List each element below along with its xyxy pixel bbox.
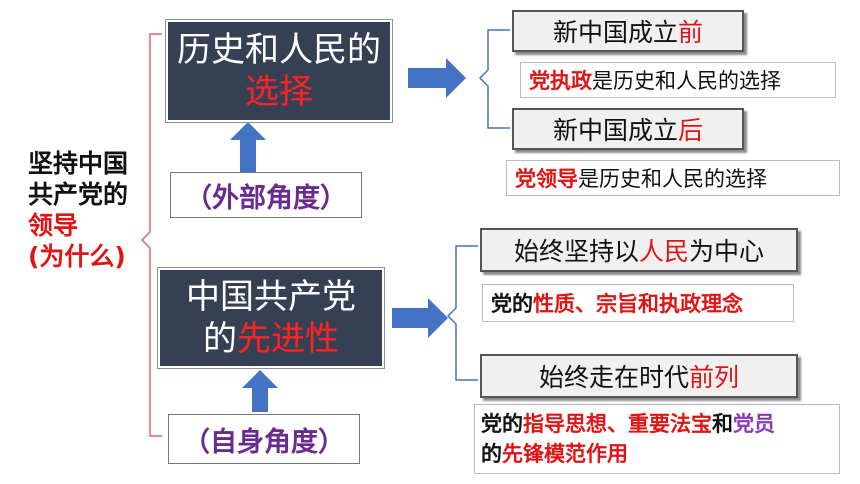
outer-perspective-text: （外部角度） (185, 182, 347, 214)
forefront-highlight: 前列 (689, 363, 740, 392)
party-box-line2-highlight: 先进性 (237, 319, 339, 359)
before-founding-highlight: 前 (678, 18, 704, 47)
left-label-line3: 领导 (28, 211, 79, 240)
guidance-line2-prefix: 的 (481, 442, 502, 466)
right-brace-top (478, 29, 510, 129)
arrow-up-top (230, 122, 266, 176)
left-label-line4: (为什么) (28, 242, 126, 271)
history-box-line2: 选择 (245, 72, 313, 112)
after-founding-box: 新中国成立后 (512, 108, 744, 150)
people-center-suffix: 为中心 (689, 237, 765, 266)
nature-note-red: 性质、宗旨和执政理念 (533, 292, 743, 316)
party-box-line2: 的先进性 (160, 318, 382, 360)
guidance-purple: 党员 (733, 412, 775, 436)
left-label: 坚持中国 共产党的 领导 (为什么) (28, 148, 158, 272)
before-founding-prefix: 新中国成立 (552, 18, 678, 47)
arrow-right-bottom (392, 298, 448, 338)
before-founding-box: 新中国成立前 (512, 10, 744, 52)
guidance-note: 党的指导思想、重要法宝和党员 的先锋模范作用 (474, 404, 840, 474)
guidance-note-line2: 的先锋模范作用 (481, 439, 628, 469)
arrow-right-top (408, 58, 466, 98)
history-box-line1: 历史和人民的 (177, 30, 381, 70)
party-advancement-box: 中国共产党 的先进性 (157, 267, 385, 369)
guidance-red2: 先锋模范作用 (502, 442, 628, 466)
inner-perspective-text: （自身角度） (183, 426, 345, 458)
people-center-box: 始终坚持以人民为中心 (480, 228, 798, 272)
party-box-line2-prefix: 的 (203, 319, 237, 359)
outer-perspective-box: （外部角度） (170, 172, 362, 218)
ruling-note-rest: 是历史和人民的选择 (592, 69, 781, 93)
nature-note: 党的性质、宗旨和执政理念 (482, 284, 794, 322)
left-label-line1: 坚持中国 (28, 149, 129, 178)
party-box-line1: 中国共产党 (186, 277, 356, 317)
guidance-note-line1: 党的指导思想、重要法宝和党员 (481, 409, 775, 439)
inner-perspective-box: （自身角度） (168, 414, 360, 464)
after-founding-prefix: 新中国成立 (552, 116, 678, 145)
right-brace-bottom (446, 245, 478, 381)
ruling-note: 党执政是历史和人民的选择 (520, 62, 836, 98)
left-brace (140, 33, 162, 437)
ruling-note-red: 党执政 (529, 69, 592, 93)
people-center-prefix: 始终坚持以 (513, 237, 639, 266)
history-people-choice-box: 历史和人民的 选择 (165, 19, 393, 123)
leading-note-red: 党领导 (515, 167, 578, 191)
forefront-box: 始终走在时代前列 (480, 354, 798, 398)
people-center-highlight: 人民 (638, 237, 689, 266)
guidance-mid: 和 (712, 412, 733, 436)
leading-note: 党领导是历史和人民的选择 (506, 160, 840, 196)
after-founding-highlight: 后 (678, 116, 704, 145)
guidance-red1: 指导思想、重要法宝 (523, 412, 712, 436)
guidance-prefix: 党的 (481, 412, 523, 436)
arrow-up-bottom (242, 370, 278, 412)
left-label-line2: 共产党的 (28, 180, 129, 209)
forefront-prefix: 始终走在时代 (538, 363, 689, 392)
leading-note-rest: 是历史和人民的选择 (578, 167, 767, 191)
nature-note-prefix: 党的 (491, 292, 533, 316)
